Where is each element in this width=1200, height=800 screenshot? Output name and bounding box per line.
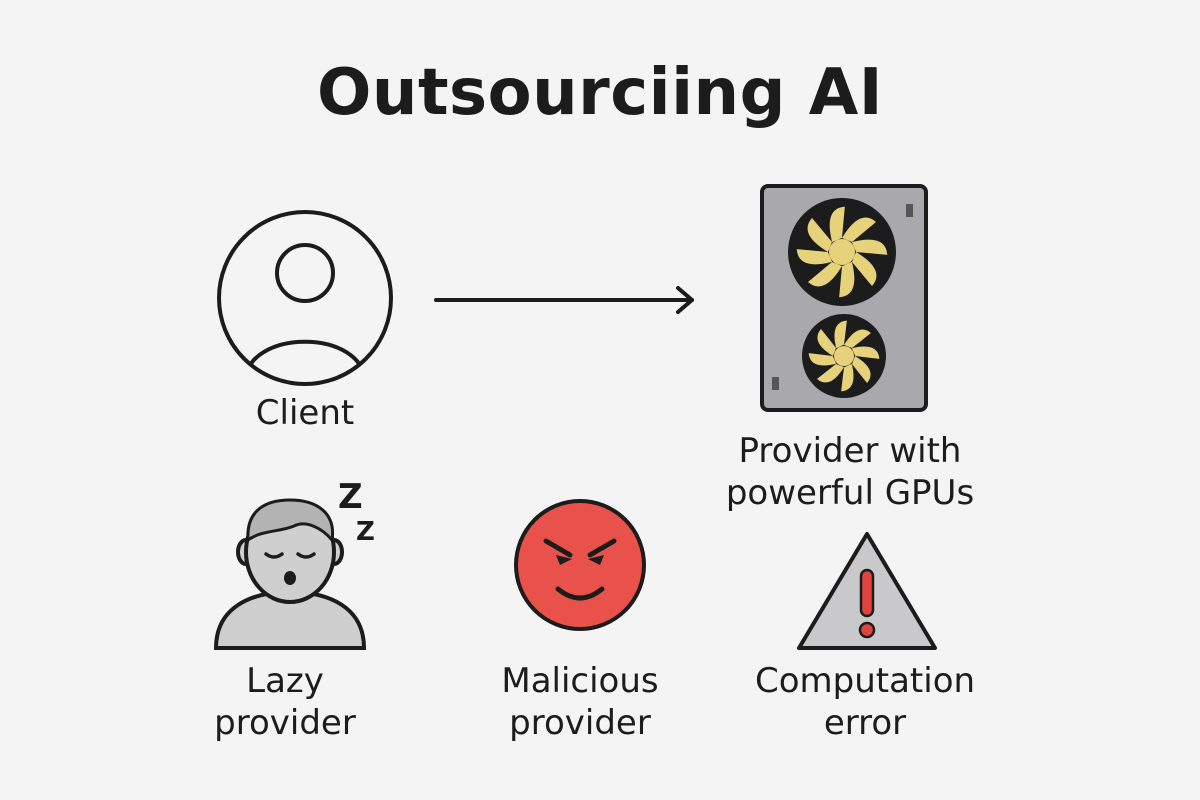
lazy-label-line2: provider	[214, 703, 356, 743]
malicious-label-line2: provider	[509, 703, 651, 743]
malicious-label-line1: Malicious	[501, 661, 659, 701]
provider-label: Provider with powerful GPUs	[700, 430, 1000, 514]
lazy-label: Lazy provider	[185, 660, 385, 744]
error-label-line2: error	[823, 703, 907, 743]
page-title: Outsourciing AI	[316, 56, 884, 130]
client-label: Client	[255, 393, 355, 433]
provider-label-line1: Provider with	[738, 431, 962, 471]
sleeping-person-icon: Z Z	[210, 480, 390, 650]
error-label-line1: Computation	[754, 661, 976, 701]
user-icon	[215, 208, 395, 388]
provider-label-line2: powerful GPUs	[725, 473, 975, 513]
error-label: Computation error	[720, 660, 1010, 744]
lazy-label-line1: Lazy	[246, 661, 324, 701]
warning-triangle-icon	[795, 528, 939, 654]
arrow-right-icon	[430, 282, 700, 318]
angry-face-icon	[512, 497, 648, 633]
sleep-z-large: Z	[338, 480, 363, 517]
malicious-label: Malicious provider	[470, 660, 690, 744]
sleep-z-small: Z	[356, 517, 375, 547]
gpu-card-icon	[758, 182, 932, 414]
